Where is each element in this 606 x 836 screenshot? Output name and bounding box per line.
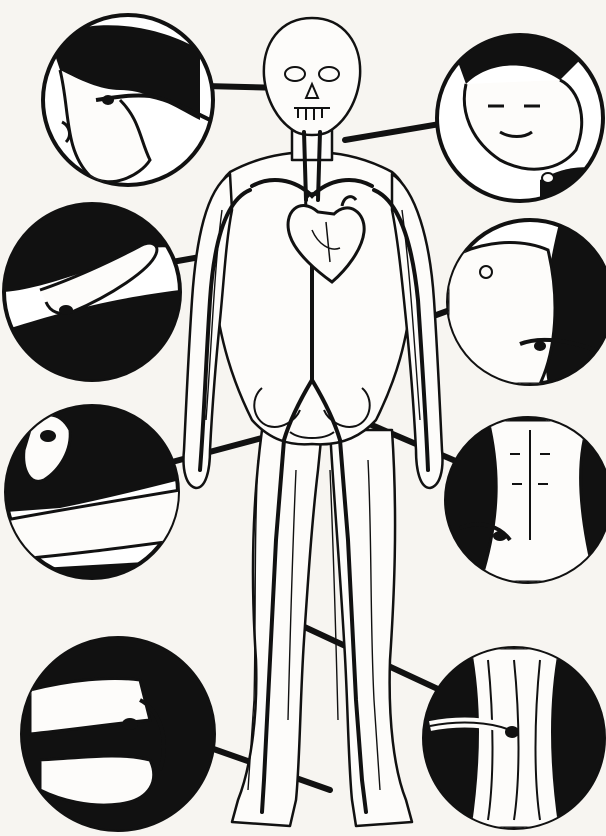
femoral-pressure-inset bbox=[446, 418, 606, 582]
radial-pressure-inset bbox=[6, 400, 180, 590]
subclavian-pressure-inset bbox=[4, 200, 180, 380]
temporal-pulse-inset bbox=[43, 15, 213, 185]
brachial-pulse-inset bbox=[448, 220, 606, 384]
human-body-outline bbox=[184, 18, 443, 826]
ankle-pulse-inset bbox=[22, 638, 214, 830]
connector-carotid bbox=[345, 124, 440, 140]
carotid-pulse-inset bbox=[437, 27, 603, 210]
popliteal-pressure-inset bbox=[424, 648, 604, 828]
skull bbox=[264, 18, 360, 135]
